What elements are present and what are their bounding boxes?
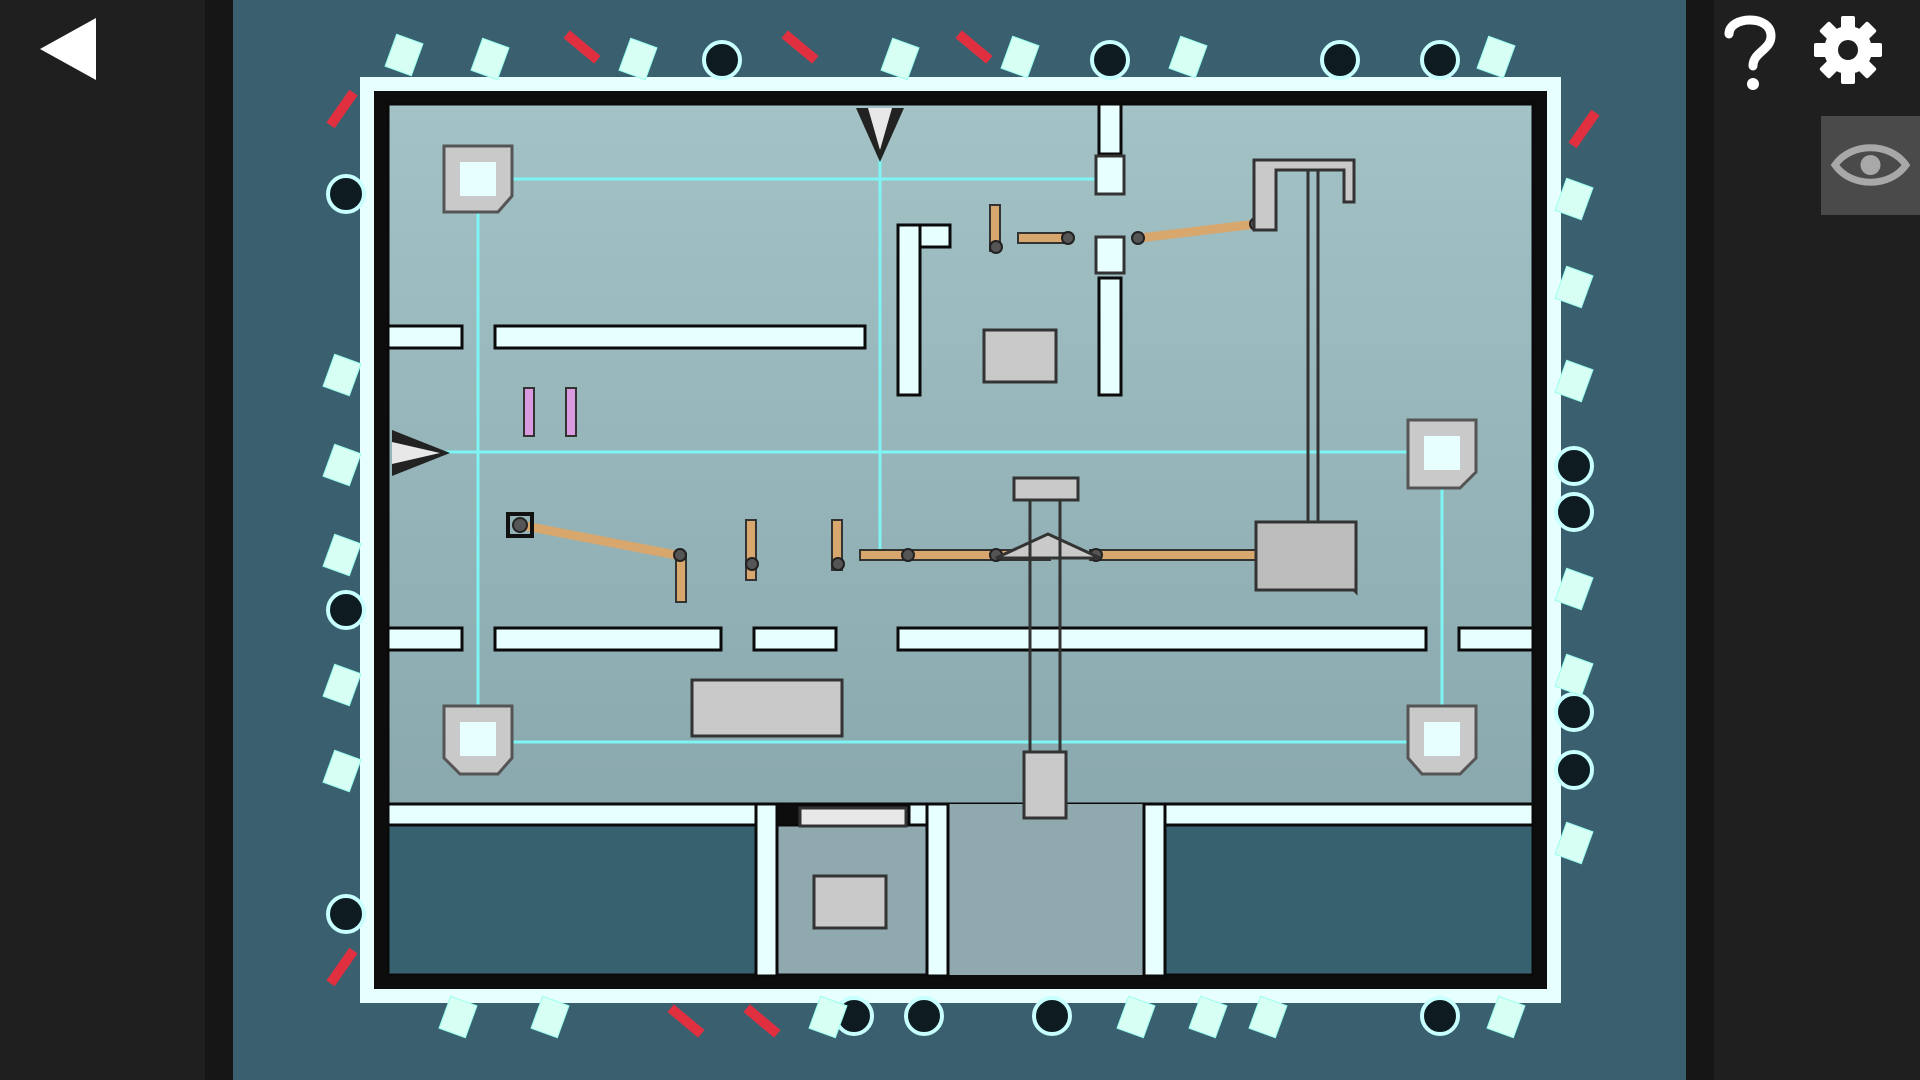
pivot-joints [512, 217, 1263, 571]
settings-button[interactable] [1810, 12, 1886, 88]
interior-wall [1097, 102, 1123, 156]
back-button[interactable] [30, 12, 110, 92]
mirror-block[interactable] [1406, 704, 1478, 776]
ramp-machine[interactable] [690, 678, 844, 738]
right-panel-edge [1686, 0, 1714, 1080]
room-divider-wall [1142, 802, 1167, 978]
interior-wall [386, 324, 464, 350]
basket-lower[interactable] [812, 874, 888, 930]
interior-wall [1457, 626, 1535, 652]
left-panel [0, 0, 205, 1080]
floor-wall [907, 802, 929, 827]
lower-right-room [1163, 823, 1535, 977]
pulley-wedge [995, 532, 1101, 560]
mirror-block[interactable] [442, 144, 514, 214]
lower-shaft [948, 804, 1144, 975]
laser-receiver [1094, 154, 1126, 275]
interior-wall [896, 626, 1428, 652]
pink-pegs[interactable] [523, 387, 577, 437]
room-divider-wall [754, 802, 779, 978]
interior-wall [752, 626, 838, 652]
floor-wall [1163, 802, 1535, 827]
laser-emitter-top [856, 108, 904, 162]
room-divider-wall [925, 802, 950, 978]
weight-bucket[interactable] [1022, 750, 1068, 820]
left-panel-edge [205, 0, 233, 1080]
crane-arm [1252, 158, 1356, 232]
basket-upper[interactable] [982, 328, 1058, 384]
interior-wall [493, 626, 723, 652]
wood-plank[interactable] [1017, 232, 1067, 244]
eye-icon [1830, 144, 1911, 186]
crane-base [1254, 520, 1358, 592]
wood-plank[interactable] [1089, 549, 1261, 561]
laser-beams [440, 140, 1444, 744]
floor-wall [386, 802, 758, 827]
anchor-block [506, 512, 534, 538]
view-toggle-button[interactable] [1821, 116, 1920, 215]
interior-wall [1097, 276, 1123, 397]
interior-wall [386, 626, 464, 652]
help-button[interactable] [1715, 8, 1785, 92]
lower-left-room [386, 823, 758, 977]
wood-post[interactable] [745, 519, 757, 581]
gear-icon [1814, 16, 1882, 84]
pulley-mount [1012, 476, 1080, 502]
question-mark-icon [1724, 15, 1776, 90]
mirror-block[interactable] [442, 704, 514, 776]
mirror-block[interactable] [1406, 418, 1478, 490]
back-arrow-icon [40, 18, 96, 80]
laser-emitter-left [392, 430, 450, 476]
puzzle-scene [322, 30, 1600, 1039]
perimeter-decorations [322, 30, 1600, 1039]
piston[interactable] [798, 806, 908, 828]
interior-wall [896, 223, 922, 397]
main-chamber [388, 104, 1533, 804]
interior-wall [493, 324, 867, 350]
